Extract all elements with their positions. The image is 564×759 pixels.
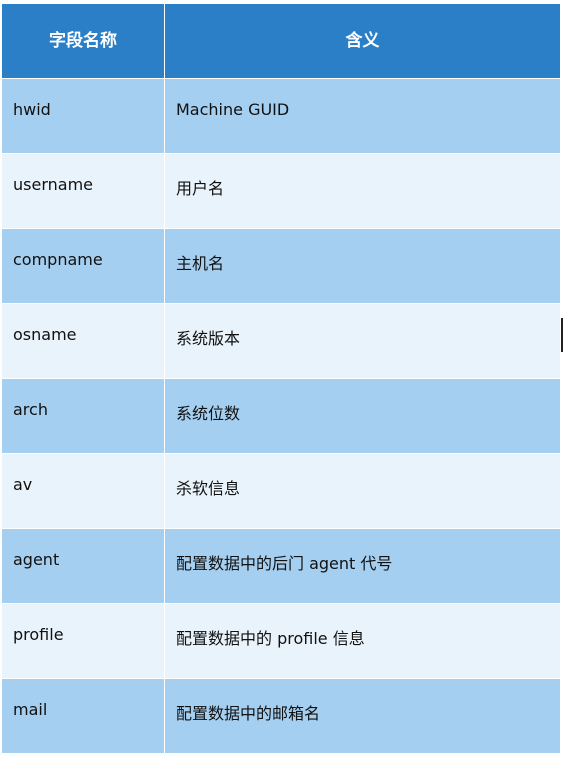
cell-field: mail xyxy=(2,679,165,753)
header-field-name: 字段名称 xyxy=(2,4,165,78)
table-row: agent 配置数据中的后门 agent 代号 xyxy=(2,529,560,604)
header-meaning: 含义 xyxy=(345,31,380,51)
cell-meaning: 系统版本 xyxy=(176,329,241,348)
cell-meaning: 杀软信息 xyxy=(176,479,241,498)
table-row: mail 配置数据中的邮箱名 xyxy=(2,679,560,754)
table-row: username 用户名 xyxy=(2,154,560,229)
table-row: compname 主机名 xyxy=(2,229,560,304)
cell-field: agent xyxy=(2,529,165,603)
cell-field: osname xyxy=(2,304,165,378)
table-header-row: 字段名称 含义 xyxy=(2,4,560,79)
cell-field: hwid xyxy=(2,79,165,153)
cell-meaning: 配置数据中的邮箱名 xyxy=(176,704,321,723)
cell-meaning: Machine GUID xyxy=(176,100,290,119)
table-row: arch 系统位数 xyxy=(2,379,560,454)
cell-field: compname xyxy=(2,229,165,303)
field-table: 字段名称 含义 hwid Machine GUID username 用户名 c… xyxy=(2,4,560,754)
cell-meaning: 用户名 xyxy=(176,179,225,198)
edge-mark xyxy=(561,318,563,352)
cell-meaning: 系统位数 xyxy=(176,404,241,423)
cell-field: arch xyxy=(2,379,165,453)
cell-meaning: 配置数据中的 profile 信息 xyxy=(176,629,365,648)
cell-field: profile xyxy=(2,604,165,678)
cell-meaning: 主机名 xyxy=(176,254,225,273)
table-row: av 杀软信息 xyxy=(2,454,560,529)
table-row: profile 配置数据中的 profile 信息 xyxy=(2,604,560,679)
table-row: osname 系统版本 xyxy=(2,304,560,379)
cell-meaning: 配置数据中的后门 agent 代号 xyxy=(176,554,393,573)
table-row: hwid Machine GUID xyxy=(2,79,560,154)
cell-field: username xyxy=(2,154,165,228)
cell-field: av xyxy=(2,454,165,528)
